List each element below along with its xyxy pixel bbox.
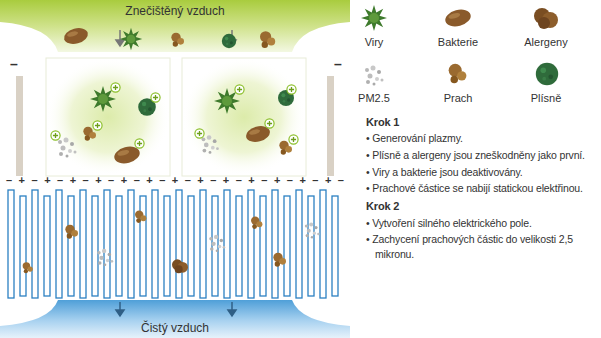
step-heading: Krok 2 bbox=[366, 199, 599, 214]
diagram-label: Čistý vzduch bbox=[0, 321, 350, 335]
diagram-label: – bbox=[6, 56, 22, 73]
step-bullet: • Plísně a alergeny jsou zneškodněny jak… bbox=[366, 148, 599, 163]
step-bullet: • Vytvoření silného elektrického pole. bbox=[366, 216, 599, 231]
diagram-label: – bbox=[330, 56, 346, 73]
steps-column: Krok 1• Generování plazmy. • Plísně a ale… bbox=[366, 112, 599, 264]
legend-text: Bakterie bbox=[416, 36, 500, 48]
legend-text: PM2.5 bbox=[332, 92, 416, 104]
legend-text: Prach bbox=[416, 92, 500, 104]
step-bullet: • Generování plazmy. bbox=[366, 131, 599, 146]
diagram-label: – + – + – + – + – + – + – + – + – + – + … bbox=[6, 174, 344, 187]
step-bullet: • Prachové částice se nabijí statickou e… bbox=[366, 181, 599, 196]
legend-text: Viry bbox=[332, 36, 416, 48]
step-bullet: • Viry a bakterie jsou deaktivovány. bbox=[366, 165, 599, 180]
legend-text: Plísně bbox=[504, 92, 588, 104]
step-bullet: • Zachycení prachových částic do velikos… bbox=[366, 232, 599, 261]
diagram-label: Znečištěný vzduch bbox=[0, 4, 350, 18]
legend-text: Alergeny bbox=[504, 36, 588, 48]
step-heading: Krok 1 bbox=[366, 115, 599, 130]
